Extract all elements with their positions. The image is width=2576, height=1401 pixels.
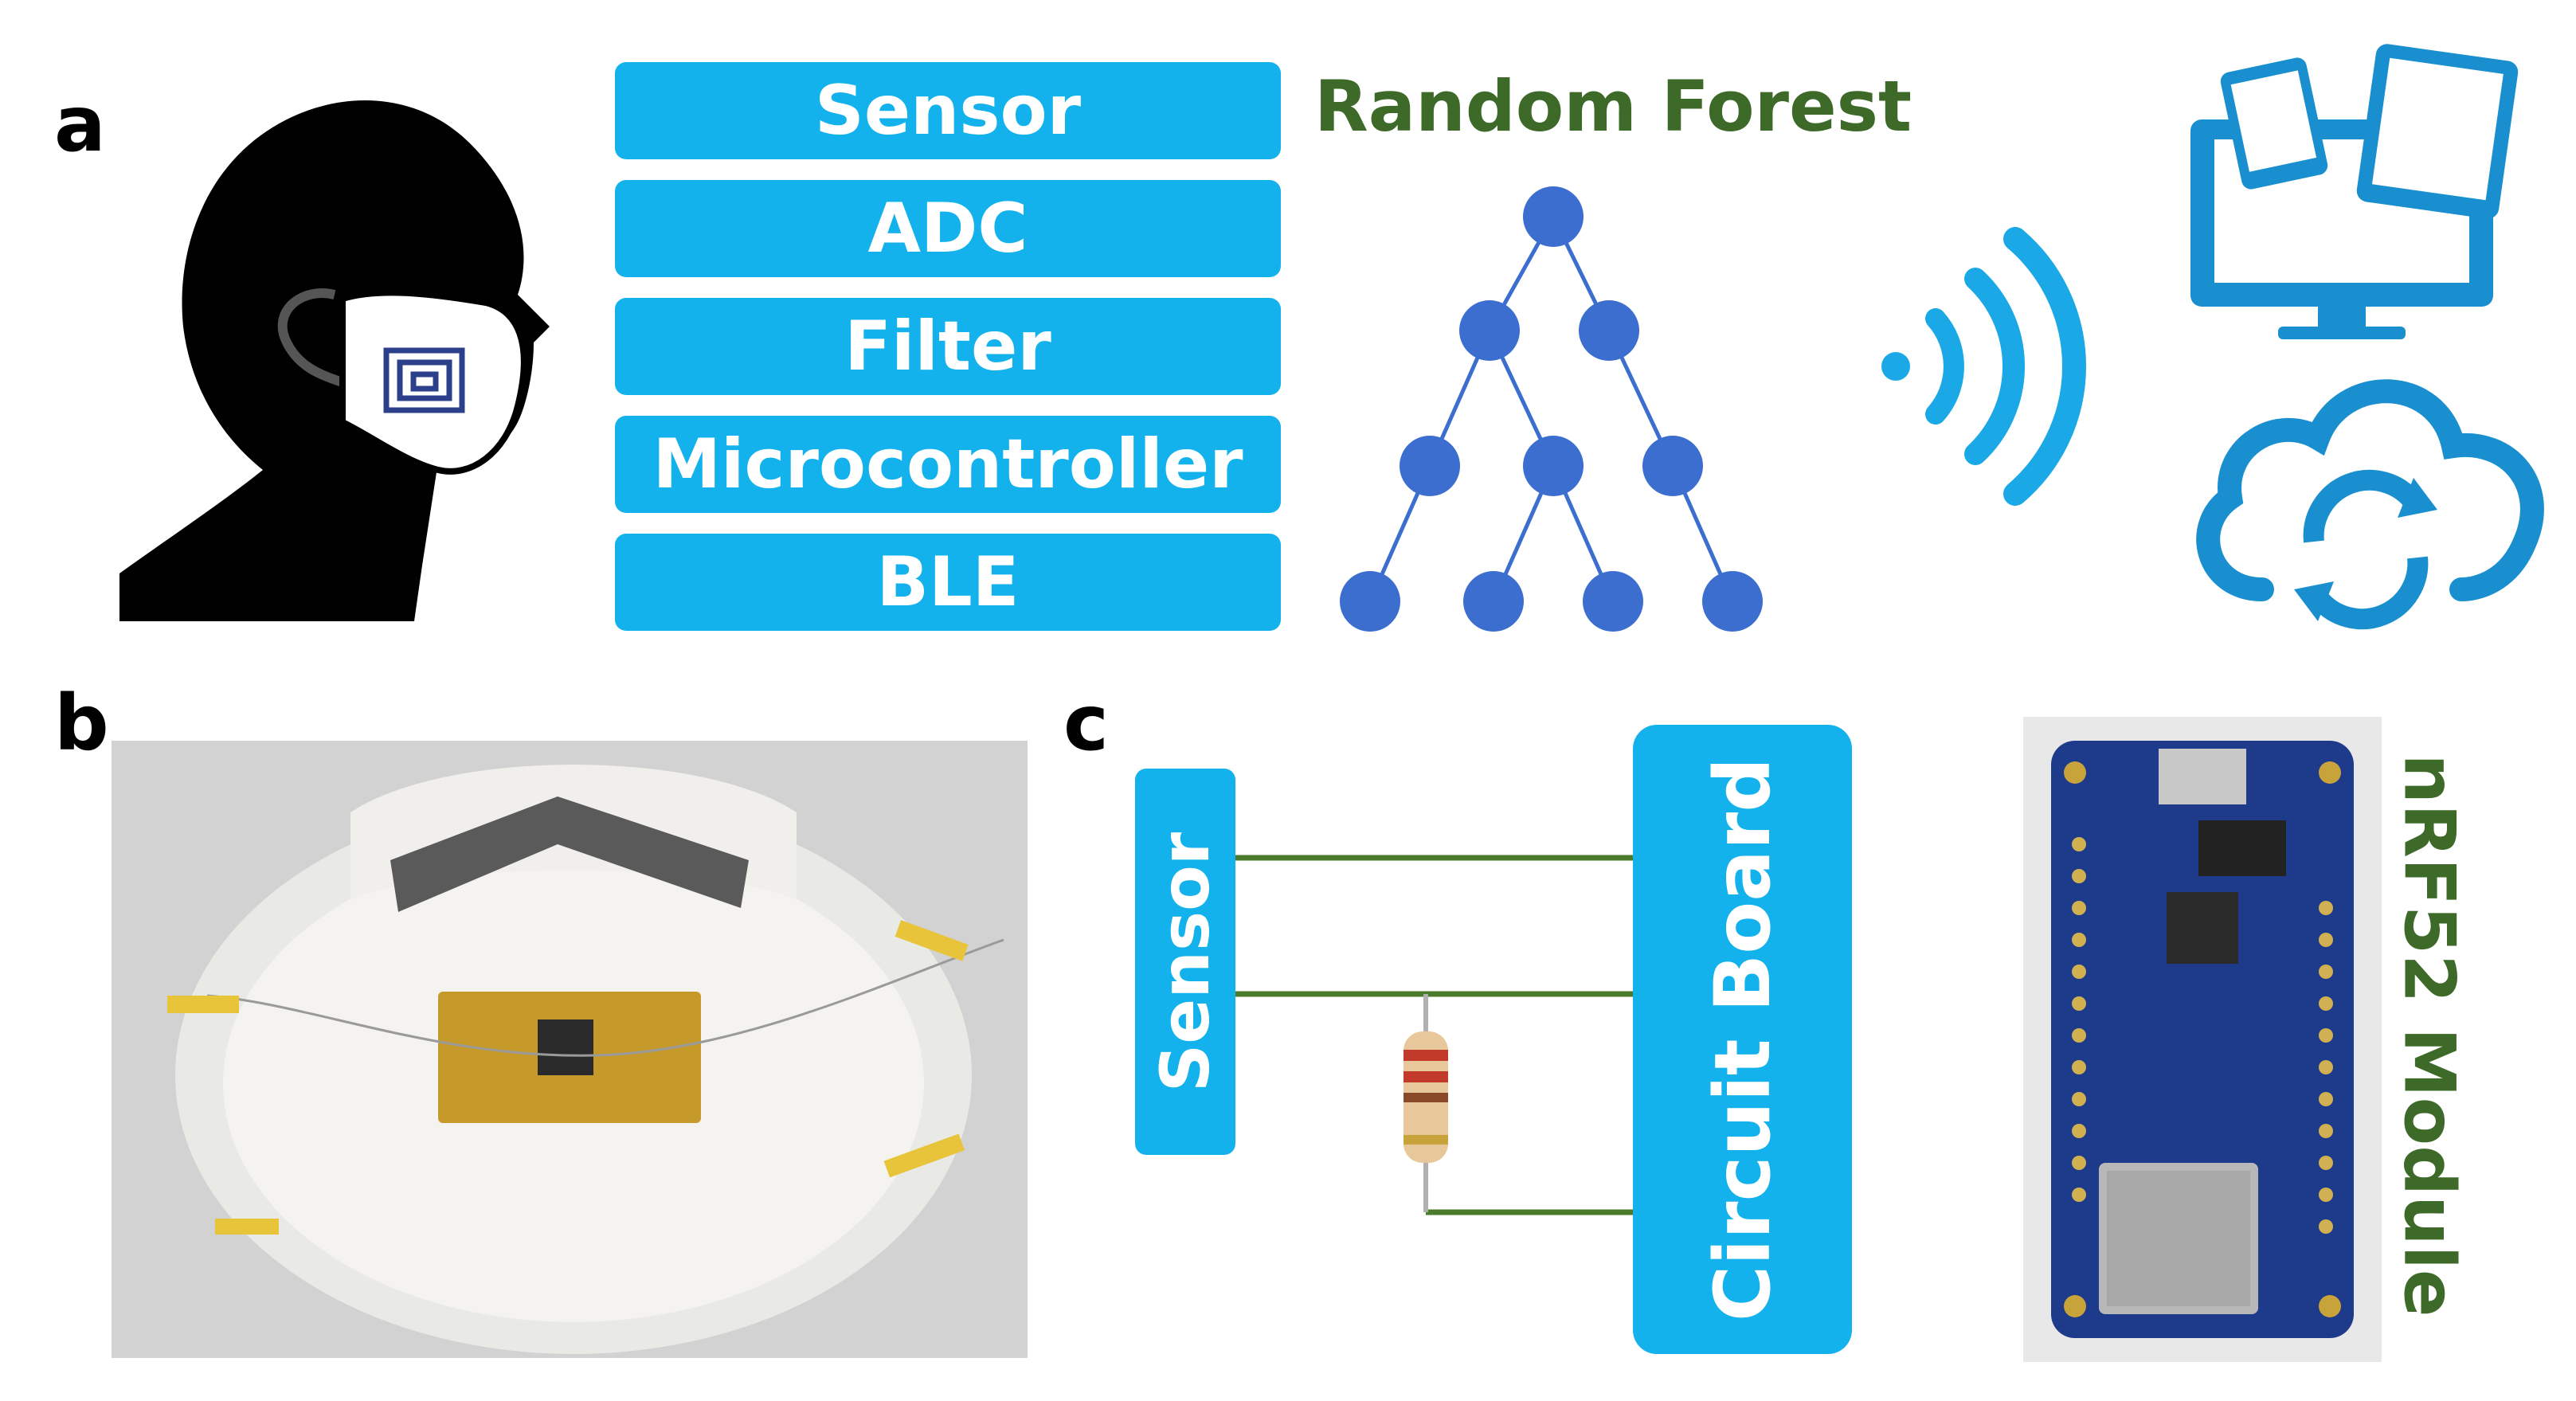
stack-box-microcontroller: Microcontroller: [615, 416, 1281, 513]
stack-label: Microcontroller: [652, 425, 1243, 504]
panel-letter-c: c: [1063, 679, 1109, 768]
random-forest-title: Random Forest: [1314, 65, 1912, 147]
tree-node: [1579, 300, 1639, 361]
stack-box-adc: ADC: [615, 180, 1281, 277]
tree-node: [1523, 186, 1584, 247]
stack-label: Filter: [844, 307, 1051, 386]
wifi-icon: [1864, 215, 2103, 518]
sensor-box: Sensor: [1135, 769, 1235, 1155]
cloud-sync-icon: [2175, 350, 2557, 637]
circuit-board-label: Circuit Board: [1697, 757, 1787, 1322]
tree-node: [1523, 436, 1584, 496]
panel-letter-a: a: [54, 80, 106, 169]
devices-icon: [2183, 44, 2525, 350]
tree-node: [1340, 571, 1400, 632]
tree-node: [1463, 571, 1524, 632]
stack-label: ADC: [867, 189, 1028, 268]
stack-box-sensor: Sensor: [615, 62, 1281, 159]
tree-node: [1459, 300, 1520, 361]
stack-box-filter: Filter: [615, 298, 1281, 395]
nrf52-module-label: nRF52 Module: [2388, 753, 2471, 1317]
panel-letter-b: b: [54, 679, 109, 768]
mask-photo: [112, 741, 1028, 1358]
tree-node: [1642, 436, 1703, 496]
tree-node: [1702, 571, 1763, 632]
tree-node: [1583, 571, 1643, 632]
person-with-mask-icon: [104, 88, 550, 629]
stack-label: Sensor: [814, 71, 1082, 151]
sensor-label: Sensor: [1146, 832, 1224, 1092]
resistor-icon: [1403, 994, 1448, 1212]
stack-label: BLE: [876, 542, 1020, 622]
tree-node: [1400, 436, 1460, 496]
decision-tree-diagram: [1314, 175, 1792, 653]
circuit-board-box: Circuit Board: [1633, 725, 1852, 1354]
stack-box-ble: BLE: [615, 534, 1281, 631]
nrf52-module-photo: [2023, 717, 2382, 1362]
